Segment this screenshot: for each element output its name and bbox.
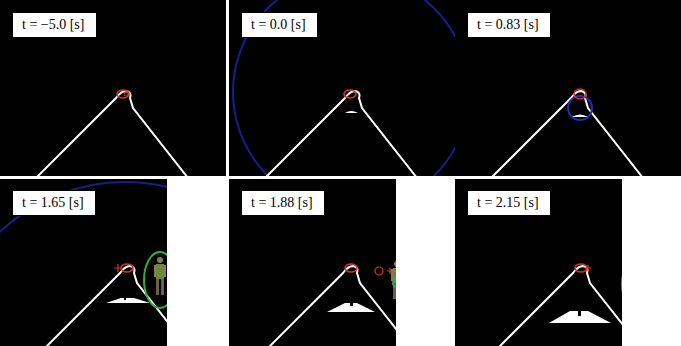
frame-panel [455, 0, 681, 176]
frame-panel [229, 179, 396, 346]
time-stamp: t = 1.65 [s] [22, 194, 86, 212]
time-stamp: t = −5.0 [s] [22, 16, 87, 34]
time-label-box: t = 1.88 [s] [241, 190, 325, 216]
time-stamp: t = 2.15 [s] [477, 194, 541, 212]
time-stamp: t = 1.88 [s] [251, 194, 315, 212]
frame-panel [0, 0, 226, 176]
time-label-box: t = 0.83 [s] [467, 12, 551, 38]
time-stamp: t = 0.0 [s] [251, 16, 308, 34]
frame-panel [455, 179, 622, 346]
time-label-box: t = 0.0 [s] [241, 12, 318, 38]
time-label-box: t = 1.65 [s] [12, 190, 96, 216]
time-stamp: t = 0.83 [s] [477, 16, 541, 34]
time-label-box: t = 2.15 [s] [467, 190, 551, 216]
frame-panel [0, 179, 167, 346]
time-label-box: t = −5.0 [s] [12, 12, 97, 38]
frame-panel [229, 0, 455, 176]
